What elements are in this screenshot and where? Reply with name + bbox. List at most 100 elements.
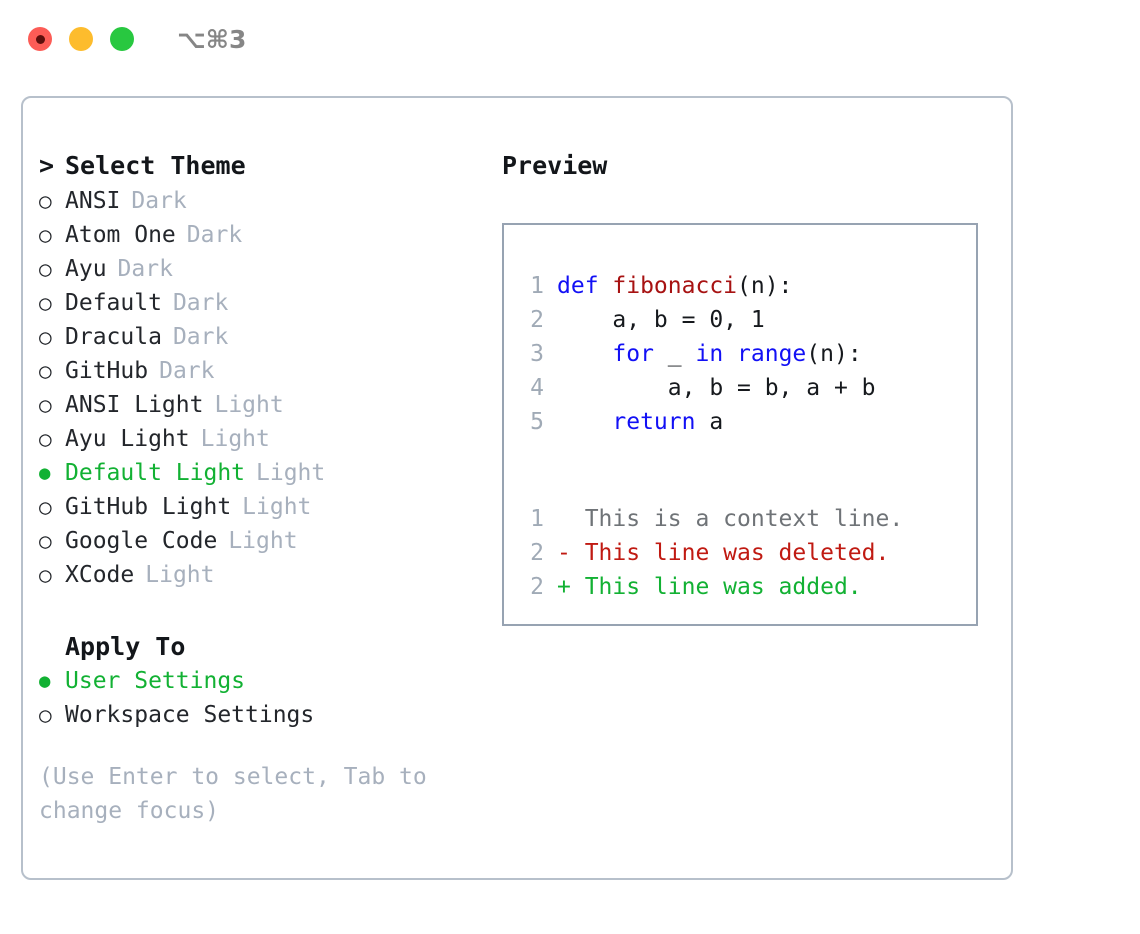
code-line: 1 def fibonacci (n): — [518, 269, 976, 303]
window-controls — [28, 27, 134, 51]
theme-name: Ayu Light — [65, 426, 190, 452]
radio-unselected-icon[interactable]: ○ — [39, 290, 52, 315]
code-token-builtin: range — [737, 341, 807, 367]
code-token-plain: _ — [653, 341, 696, 367]
diff-line-deleted: 2 - This line was deleted. — [518, 536, 976, 570]
radio-unselected-icon[interactable]: ○ — [39, 494, 52, 519]
theme-variant-tag: Light — [242, 494, 312, 520]
code-token-keyword: return — [612, 409, 696, 435]
radio-selected-icon[interactable]: ● — [39, 461, 51, 484]
radio-unselected-icon[interactable]: ○ — [39, 426, 52, 451]
theme-name: Dracula — [65, 324, 162, 350]
code-line: 4 a, b = b, a + b — [518, 371, 976, 405]
code-token-keyword: for — [612, 341, 654, 367]
keyboard-shortcut-label: ⌥⌘3 — [177, 24, 247, 54]
apply-to-option-user[interactable]: ● User Settings — [39, 664, 479, 698]
theme-variant-tag: Dark — [131, 188, 187, 214]
radio-unselected-icon[interactable]: ○ — [39, 358, 52, 383]
section-gap — [39, 592, 479, 628]
theme-list-item[interactable]: ○ Atom One Dark — [39, 218, 479, 252]
window-titlebar: ⌥⌘3 — [0, 0, 1140, 78]
theme-name: ANSI — [65, 188, 121, 214]
theme-name: Atom One — [65, 222, 176, 248]
code-token-plain: a, b = 0, 1 — [557, 307, 765, 333]
close-dot-inner — [35, 34, 45, 44]
theme-name: GitHub — [65, 358, 149, 384]
code-token-keyword: in — [695, 341, 724, 367]
preview-column: Preview 1 def fibonacci (n): 2 a, b = 0,… — [502, 146, 992, 626]
theme-list-item-selected[interactable]: ● Default Light Light — [39, 456, 479, 490]
code-token-plain: a — [695, 409, 724, 435]
theme-list-item[interactable]: ○ Google Code Light — [39, 524, 479, 558]
radio-unselected-icon[interactable]: ○ — [39, 222, 52, 247]
code-blank-line — [518, 473, 976, 502]
theme-variant-tag: Light — [256, 460, 326, 486]
code-line: 2 a, b = 0, 1 — [518, 303, 976, 337]
radio-unselected-icon[interactable]: ○ — [39, 392, 52, 417]
minimize-button-icon[interactable] — [69, 27, 93, 51]
line-number: 1 — [530, 506, 544, 532]
radio-unselected-icon[interactable]: ○ — [39, 256, 52, 281]
line-number: 1 — [530, 273, 544, 299]
radio-unselected-icon[interactable]: ○ — [39, 324, 52, 349]
theme-variant-tag: Light — [228, 528, 298, 554]
theme-list-item[interactable]: ○ Default Dark — [39, 286, 479, 320]
theme-variant-tag: Light — [200, 426, 270, 452]
apply-to-option-label: Workspace Settings — [65, 702, 315, 728]
theme-name: Ayu — [65, 256, 107, 282]
theme-variant-tag: Light — [214, 392, 284, 418]
radio-unselected-icon[interactable]: ○ — [39, 188, 52, 213]
theme-name: Google Code — [65, 528, 218, 554]
prompt-caret-icon: > — [39, 150, 55, 180]
theme-selector-column: > Select Theme ○ ANSI Dark ○ Atom One Da… — [39, 146, 479, 732]
theme-variant-tag: Dark — [172, 290, 229, 316]
code-token-function: fibonacci — [612, 273, 738, 299]
code-token-plain: (n): — [806, 341, 862, 367]
diff-text: - This line was deleted. — [557, 540, 890, 566]
theme-name: Default Light — [65, 460, 246, 486]
theme-variant-tag: Dark — [159, 358, 215, 384]
radio-unselected-icon[interactable]: ○ — [39, 562, 52, 587]
theme-variant-tag: Dark — [117, 256, 173, 282]
diff-line-context: 1 This is a context line. — [518, 502, 976, 536]
preview-heading: Preview — [502, 150, 608, 180]
line-number: 5 — [530, 409, 544, 435]
line-number: 2 — [530, 540, 544, 566]
line-number: 2 — [530, 574, 544, 600]
theme-list-item[interactable]: ○ GitHub Light Light — [39, 490, 479, 524]
theme-list-item[interactable]: ○ Dracula Dark — [39, 320, 479, 354]
main-panel: > Select Theme ○ ANSI Dark ○ Atom One Da… — [21, 96, 1013, 880]
theme-variant-tag: Light — [145, 562, 215, 588]
theme-name: Default — [65, 290, 162, 316]
apply-to-heading: Apply To — [39, 628, 479, 664]
diff-text: This is a context line. — [557, 506, 904, 532]
line-number: 2 — [530, 307, 544, 333]
diff-text: + This line was added. — [557, 574, 862, 600]
theme-list-item[interactable]: ○ ANSI Light Light — [39, 388, 479, 422]
select-theme-heading: > Select Theme — [39, 146, 479, 184]
radio-unselected-icon[interactable]: ○ — [39, 702, 52, 727]
code-line: 3 for _ in range (n): — [518, 337, 976, 371]
keyboard-hint-text: (Use Enter to select, Tab to change focu… — [39, 764, 441, 824]
theme-list-item[interactable]: ○ XCode Light — [39, 558, 479, 592]
code-line: 5 return a — [518, 405, 976, 439]
preview-box: 1 def fibonacci (n): 2 a, b = 0, 1 3 for — [502, 223, 978, 626]
theme-list-item[interactable]: ○ Ayu Light Light — [39, 422, 479, 456]
apply-to-option-workspace[interactable]: ○ Workspace Settings — [39, 698, 479, 732]
radio-selected-icon[interactable]: ● — [39, 669, 51, 692]
theme-name: ANSI Light — [65, 392, 204, 418]
zoom-button-icon[interactable] — [110, 27, 134, 51]
theme-name: XCode — [65, 562, 135, 588]
close-button-icon[interactable] — [28, 27, 52, 51]
theme-list-item[interactable]: ○ Ayu Dark — [39, 252, 479, 286]
line-number: 4 — [530, 375, 544, 401]
radio-unselected-icon[interactable]: ○ — [39, 528, 52, 553]
theme-list-item[interactable]: ○ GitHub Dark — [39, 354, 479, 388]
theme-list-item[interactable]: ○ ANSI Dark — [39, 184, 479, 218]
line-number: 3 — [530, 341, 544, 367]
code-blank-line — [518, 439, 976, 473]
code-token-plain: (n): — [737, 273, 793, 299]
code-token-plain: a, b = b, a + b — [557, 375, 876, 401]
code-token-plain — [557, 409, 612, 435]
